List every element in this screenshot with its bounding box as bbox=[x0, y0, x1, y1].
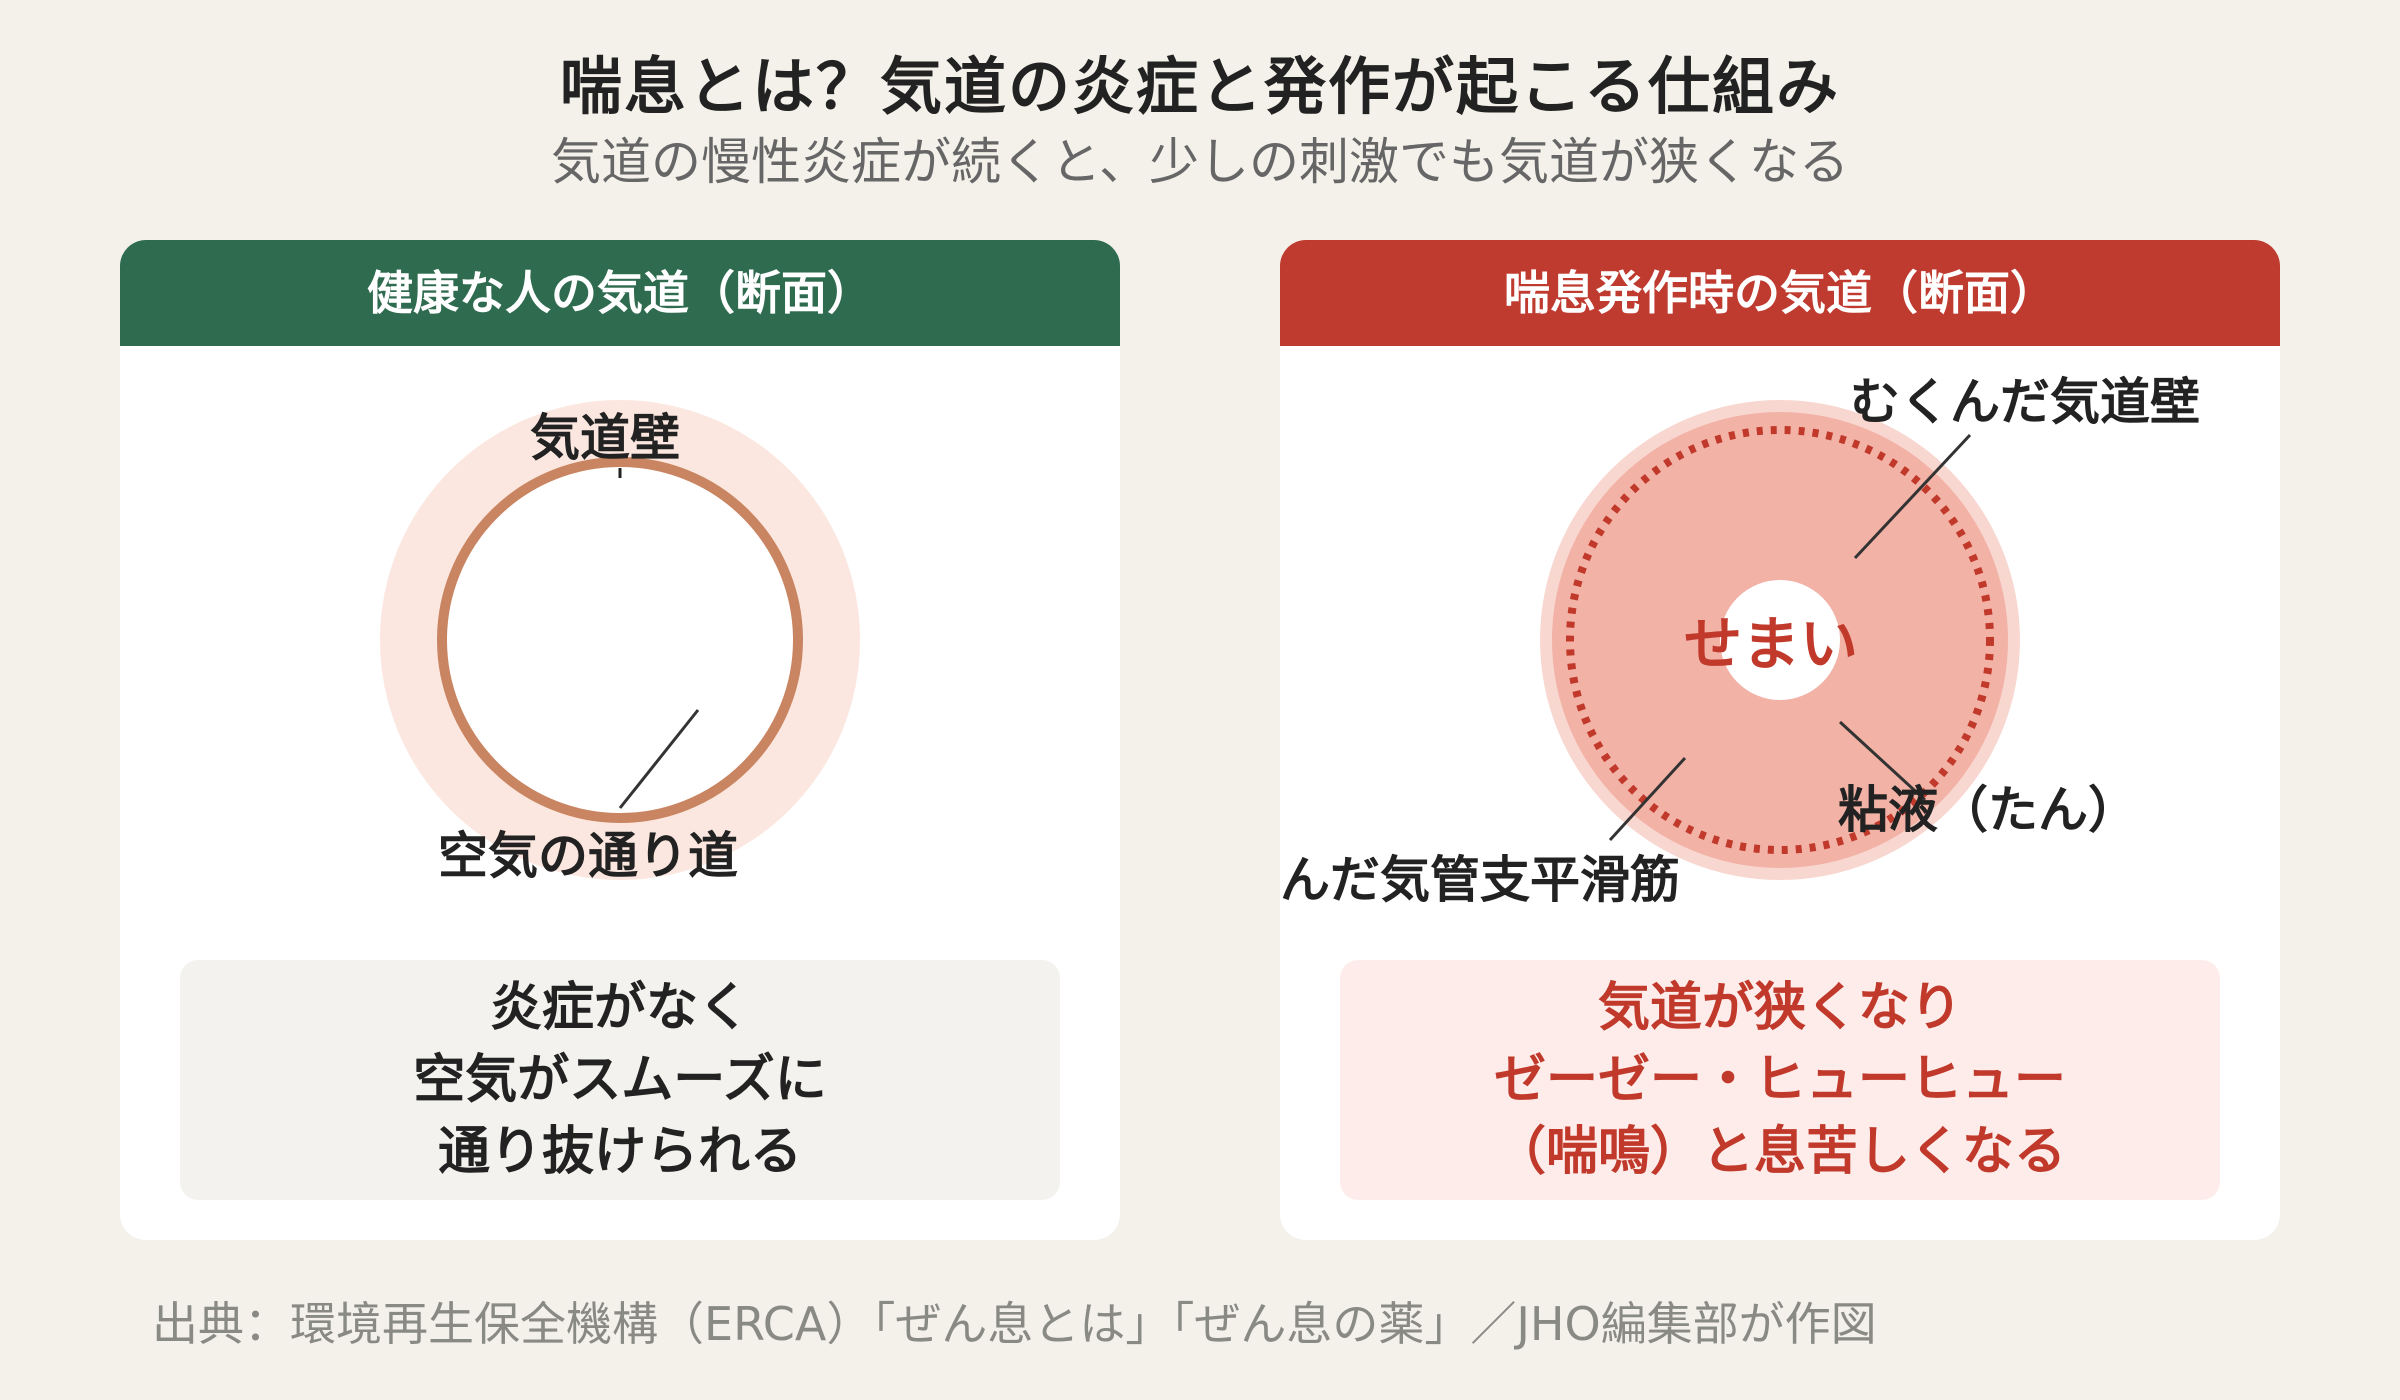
smooth-muscle-label: 縮んだ気管支平滑筋 bbox=[1280, 851, 1680, 909]
narrowed-lumen bbox=[1720, 580, 1840, 700]
attack-panel-header: 喘息発作時の気道（断面） bbox=[1280, 240, 2280, 346]
airway-wall-label: 気道壁 bbox=[530, 409, 680, 467]
contracted-smooth-muscle-ring bbox=[1566, 426, 1994, 854]
attack-airway-panel: 喘息発作時の気道（断面） せまい むくんだ気道壁 粘液（たん） 縮んだ気管支平滑… bbox=[1280, 240, 2280, 1240]
attack-airway-diagram bbox=[1540, 400, 2020, 880]
muscle-leader-line bbox=[1608, 756, 1687, 842]
healthy-airway-wall-ring bbox=[437, 457, 803, 823]
passage-leader-line bbox=[618, 709, 700, 809]
attack-caption-line-3: （喘鳴）と息苦しくなる bbox=[1493, 1122, 2066, 1182]
healthy-panel-header: 健康な人の気道（断面） bbox=[120, 240, 1120, 346]
healthy-caption-line-3: 通り抜けられる bbox=[437, 1122, 802, 1182]
mucus-leader-line bbox=[1838, 720, 1927, 802]
healthy-caption-line-2: 空気がスムーズに bbox=[413, 1050, 827, 1110]
healthy-airway-lumen bbox=[442, 462, 798, 818]
healthy-caption: 炎症がなく 空気がスムーズに 通り抜けられる bbox=[180, 960, 1060, 1200]
swollen-wall-label: むくんだ気道壁 bbox=[1850, 373, 2200, 431]
healthy-airway-panel: 健康な人の気道（断面） 気道壁 空気の通り道 炎症がなく 空気がスムーズに 通り… bbox=[120, 240, 1120, 1240]
source-credit: 出典：環境再生保全機構（ERCA）「ぜん息とは」「ぜん息の薬」／JHO編集部が作… bbox=[152, 1297, 1877, 1351]
mucus-label: 粘液（たん） bbox=[1838, 781, 2138, 839]
attack-caption-line-2: ゼーゼー・ヒューヒュー bbox=[1493, 1050, 2066, 1110]
attack-caption-line-1: 気道が狭くなり bbox=[1597, 978, 1962, 1038]
attack-caption: 気道が狭くなり ゼーゼー・ヒューヒュー （喘鳴）と息苦しくなる bbox=[1340, 960, 2220, 1200]
healthy-caption-line-1: 炎症がなく bbox=[489, 978, 750, 1038]
healthy-airway-diagram bbox=[380, 400, 860, 880]
narrow-label: せまい bbox=[1684, 610, 1859, 678]
page-subtitle: 気道の慢性炎症が続くと、少しの刺激でも気道が狭くなる bbox=[551, 133, 1849, 191]
page-title: 喘息とは？気道の炎症と発作が起こる仕組み bbox=[559, 50, 1840, 123]
swollen-wall-leader-line bbox=[1853, 433, 1972, 560]
air-passage-label: 空気の通り道 bbox=[438, 827, 738, 885]
